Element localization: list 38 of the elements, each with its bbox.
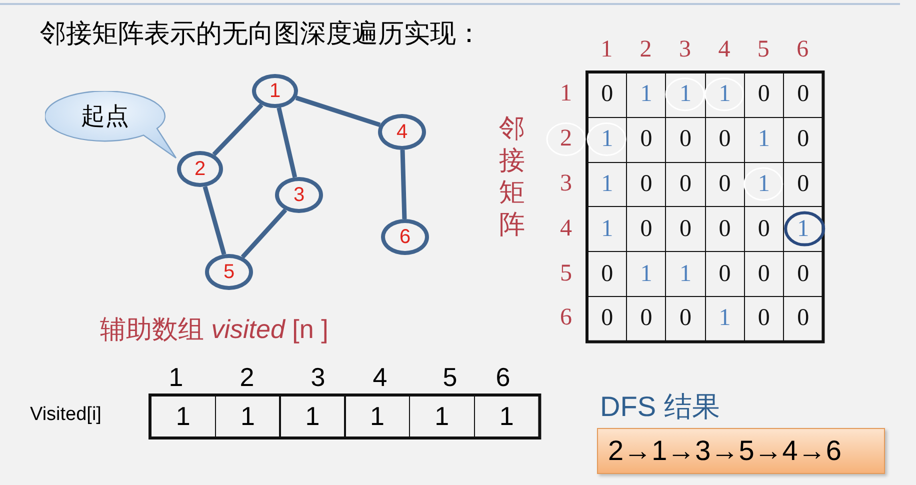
graph-edge <box>202 186 226 255</box>
column-header: 1 <box>600 36 613 64</box>
row-header: 3 <box>560 170 572 198</box>
graph-node: 5 <box>205 254 253 290</box>
column-header: 5 <box>757 36 770 64</box>
graph-edge <box>276 107 298 178</box>
array-title: 辅助数组 visited [n ] <box>100 313 328 346</box>
column-header: 2 <box>640 36 652 64</box>
column-header: 3 <box>679 36 691 64</box>
row-header: 6 <box>560 304 572 332</box>
row-header: 5 <box>560 260 572 288</box>
column-header: 4 <box>718 36 730 64</box>
array-index: 5 <box>442 362 458 393</box>
graph-edge <box>212 103 264 156</box>
array-cell: 1 <box>279 395 346 438</box>
array-index: 1 <box>168 362 184 393</box>
graph-node: 3 <box>275 177 323 213</box>
title: 邻接矩阵表示的无向图深度遍历实现： <box>40 17 482 50</box>
graph-edge <box>400 150 407 220</box>
matrix-title: 邻接矩阵 <box>498 112 526 240</box>
speech-bubble: 起点 <box>45 91 179 161</box>
graph-edge <box>295 96 381 128</box>
result-box: 2→1→3→5→4→6 <box>597 428 885 474</box>
array-index: 6 <box>494 362 512 393</box>
graph-node: 6 <box>381 219 429 255</box>
array-index: 3 <box>310 362 326 393</box>
row-header: 1 <box>560 80 572 108</box>
result-heading: DFS 结果 <box>600 390 720 424</box>
graph-node: 1 <box>252 74 298 108</box>
column-header: 6 <box>796 36 809 64</box>
graph-node: 4 <box>378 114 426 150</box>
graph-node: 2 <box>177 151 223 187</box>
row-header: 2 <box>560 126 572 153</box>
array-index: 4 <box>372 362 388 393</box>
graph-edge <box>240 208 288 259</box>
row-label: Visited[i] <box>30 404 102 426</box>
array-index: 2 <box>238 362 256 393</box>
row-header: 4 <box>560 215 572 242</box>
